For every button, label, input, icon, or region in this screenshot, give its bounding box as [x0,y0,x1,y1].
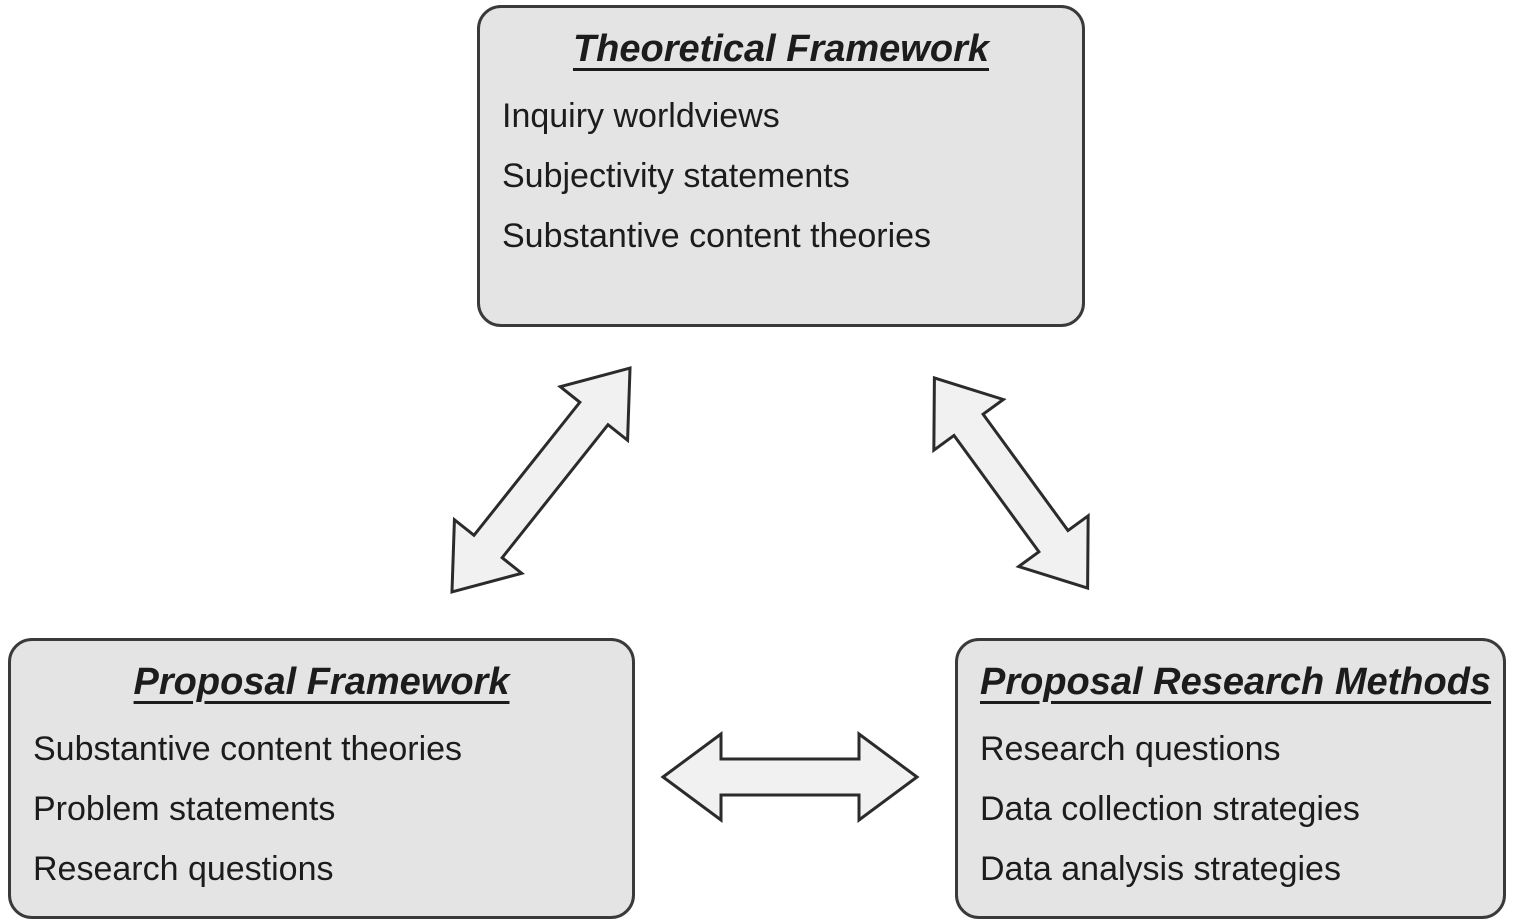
list-item: Subjectivity statements [502,156,850,195]
double-arrow-theoretical-proposal-methods-icon [932,375,1090,591]
list-item: Research questions [33,849,334,888]
proposal-research-methods-title: Proposal Research Methods [980,661,1492,703]
list-item: Substantive content theories [502,216,932,255]
list-item: Data analysis strategies [980,849,1341,888]
theoretical-framework-title: Theoretical Framework [572,28,990,70]
list-item: Problem statements [33,789,336,828]
double-arrow-proposal-framework-proposal-methods-icon [660,731,920,823]
list-item: Data collection strategies [980,789,1360,828]
list-item: Substantive content theories [33,729,463,768]
list-item: Inquiry worldviews [502,96,780,135]
double-arrow-theoretical-proposal-framework-icon [450,366,632,594]
proposal-research-methods-box: Proposal Research Methods Research quest… [955,638,1506,919]
proposal-framework-title: Proposal Framework [133,661,510,703]
theoretical-framework-box: Theoretical Framework Inquiry worldviews… [477,5,1085,327]
proposal-framework-box: Proposal Framework Substantive content t… [8,638,635,919]
list-item: Research questions [980,729,1281,768]
